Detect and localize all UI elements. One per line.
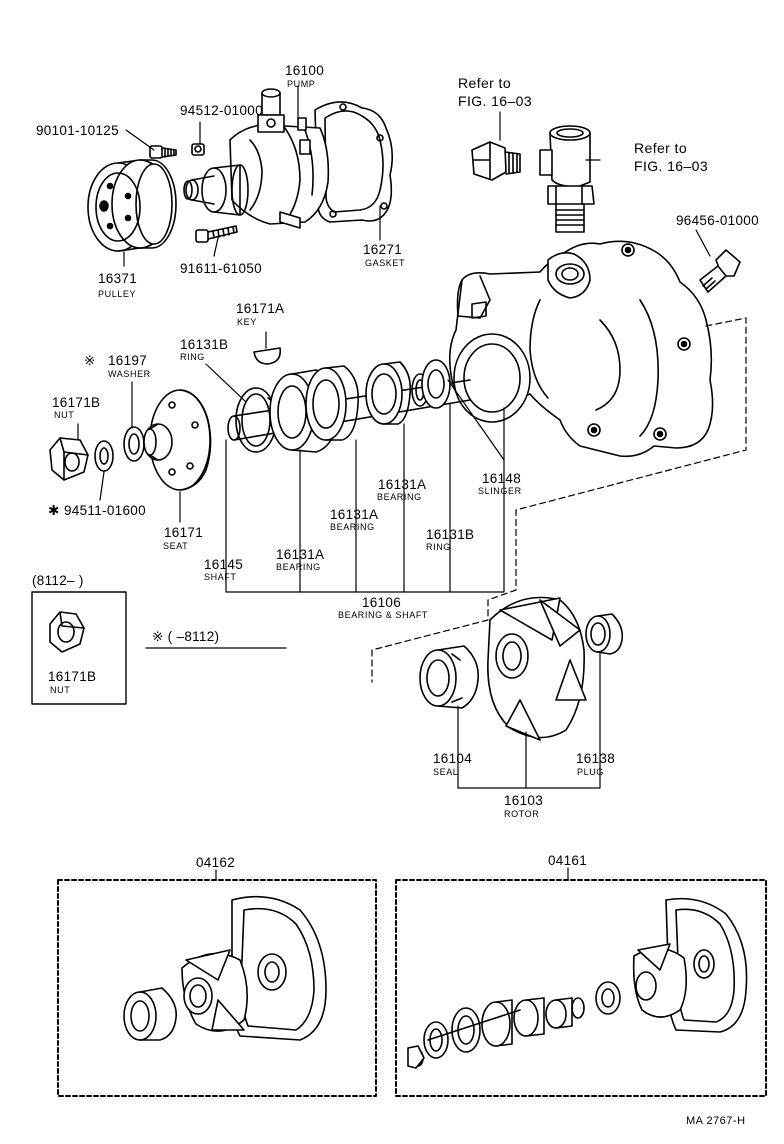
kit-right-number: 04161 (548, 853, 588, 868)
gasket-number: 16271 (363, 242, 403, 257)
rotor-number: 16103 (504, 793, 544, 808)
ring-b-top-number: 16131B (180, 337, 229, 352)
pulley-name: PULLEY (98, 289, 137, 299)
ring-b-number: 16131B (426, 527, 475, 542)
bearing-2-drawing (305, 365, 360, 441)
bearing-3-number: 16131A (378, 477, 427, 492)
tee-fitting-drawing (539, 125, 595, 233)
slinger-name: SLINGER (478, 486, 522, 496)
nut-inset-name: NUT (50, 685, 71, 695)
union-number: 96456-01000 (676, 213, 759, 228)
bearing-3-drawing (365, 361, 412, 425)
washer-name: WASHER (108, 369, 151, 379)
seal-name: SEAL (433, 767, 459, 777)
pulley-number: 16371 (98, 271, 138, 286)
seat-drawing (143, 389, 212, 491)
nut-inset-number: 16171B (48, 669, 97, 684)
figure-code: MA 2767-H (686, 1115, 746, 1127)
slinger-drawing (421, 359, 451, 409)
plug-a-number: 94512-01000 (180, 103, 263, 118)
plug-16138-drawing (585, 613, 624, 655)
pump-body-drawing (448, 240, 714, 458)
kit-box-04162 (57, 869, 377, 1097)
rotor-drawing (487, 596, 587, 741)
bolt-91611-drawing (195, 225, 238, 243)
pulley-drawing (87, 159, 177, 252)
shaft-name: SHAFT (204, 572, 237, 582)
key-name: KEY (237, 317, 257, 327)
plug-hex-drawing (471, 141, 521, 181)
ref2-line1: Refer to (634, 140, 687, 156)
washer-number: 16197 (108, 353, 148, 368)
bolt-a-number: 90101-10125 (36, 123, 119, 138)
bearing-2-name: BEARING (330, 522, 375, 532)
seal-drawing (419, 645, 480, 709)
inset-box (31, 591, 287, 705)
shaft-number: 16145 (204, 557, 244, 572)
ring-b-name: RING (426, 542, 451, 552)
plug-name: PLUG (577, 767, 604, 777)
washer-small-drawing (94, 440, 114, 472)
ring-b-top-name: RING (180, 352, 205, 362)
gasket-name: GASKET (365, 258, 406, 268)
bolt-b-number: 91611-61050 (180, 261, 262, 276)
bearing-1-name: BEARING (276, 562, 321, 572)
bearing-2-number: 16131A (330, 507, 379, 522)
pump-drawing (183, 88, 394, 229)
union-elbow-drawing (699, 249, 741, 293)
inset-range: (8112– ) (32, 573, 84, 588)
nut-name: NUT (54, 410, 75, 420)
slinger-number: 16148 (482, 471, 522, 486)
washer-b-number: 94511-01600 (64, 503, 146, 518)
ref1-line1: Refer to (458, 75, 511, 91)
seat-number: 16171 (164, 525, 204, 540)
bearing-3-name: BEARING (377, 492, 422, 502)
washer-range: ※ ( –8112) (152, 629, 220, 644)
bearing-1-number: 16131A (276, 547, 325, 562)
plug-94512-drawing (191, 143, 205, 156)
bolt-90101-drawing (149, 145, 177, 159)
bearing-shaft-number: 16106 (362, 595, 402, 610)
key-drawing (253, 347, 282, 365)
kit-left-number: 04162 (196, 855, 236, 870)
seal-number: 16104 (433, 751, 473, 766)
kit-box-04161 (395, 867, 767, 1097)
washer-b-mark: ✱ (48, 503, 60, 518)
key-number: 16171A (236, 301, 285, 316)
pump-number: 16100 (285, 63, 325, 78)
rotor-name: ROTOR (504, 809, 540, 819)
nut-number: 16171B (52, 395, 101, 410)
pump-name: PUMP (287, 79, 316, 89)
plug-number: 16138 (576, 751, 616, 766)
washer-mark: ※ (84, 353, 96, 368)
nut-drawing (49, 437, 89, 481)
bearing-shaft-name: BEARING & SHAFT (338, 610, 429, 620)
ref2-line2: FIG. 16–03 (634, 158, 709, 174)
leader-lines (77, 85, 711, 789)
ref1-line2: FIG. 16–03 (458, 93, 533, 109)
washer-16197-drawing (123, 426, 145, 462)
projection-lines (371, 317, 747, 683)
seat-name: SEAT (163, 541, 189, 551)
